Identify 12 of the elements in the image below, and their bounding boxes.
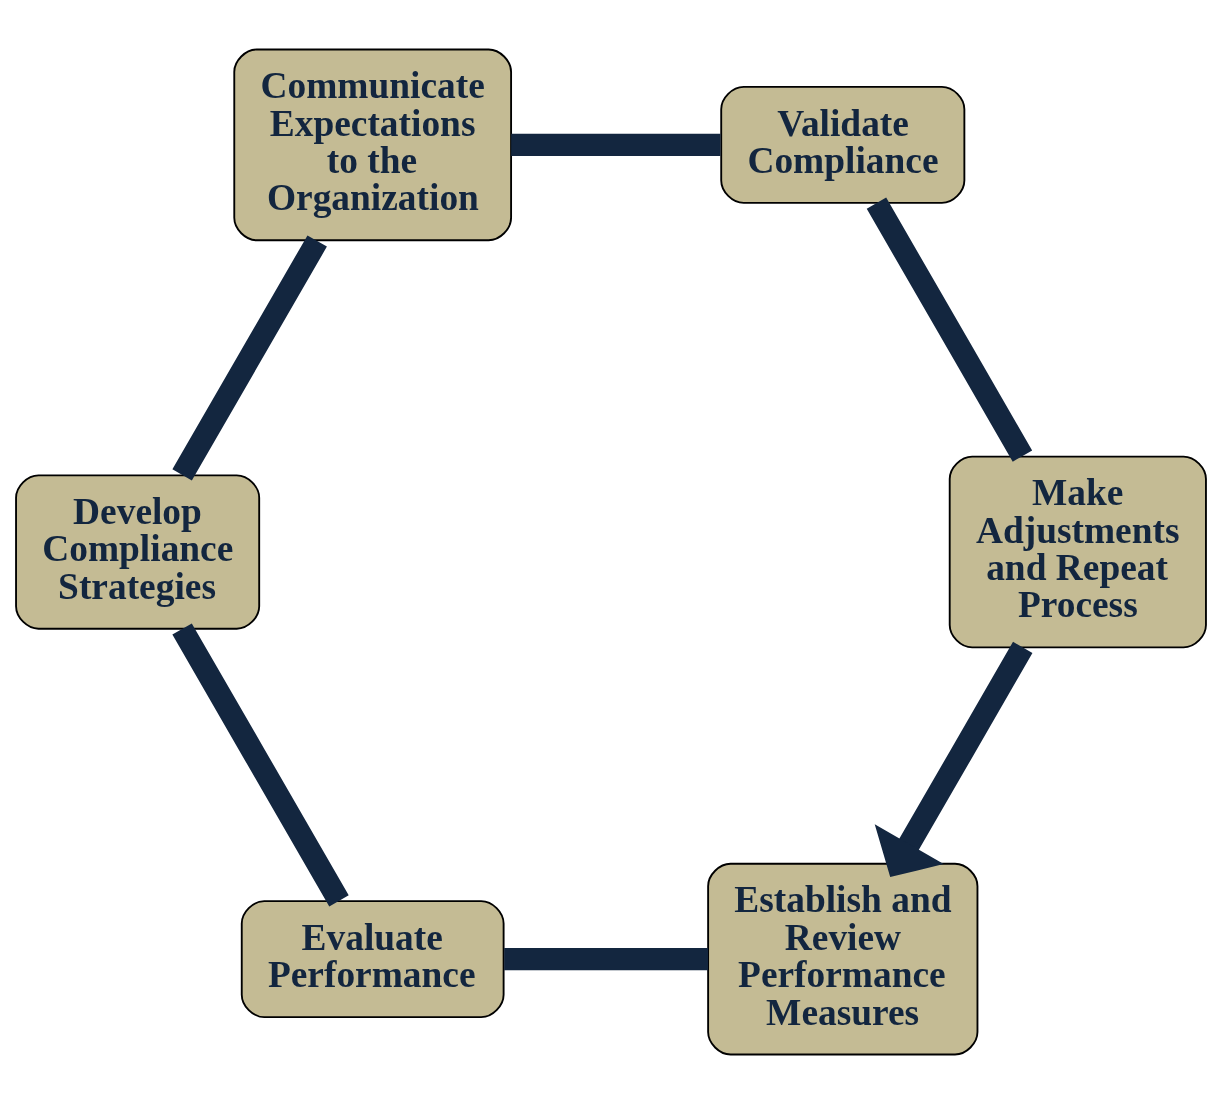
node-box: Develop Compliance Strategies <box>15 474 261 630</box>
connector <box>504 947 709 971</box>
connector <box>511 133 721 157</box>
node-box: Evaluate Performance <box>240 900 505 1019</box>
node-box: Establish and Review Performance Measures <box>707 862 979 1056</box>
connector <box>172 235 327 481</box>
node-box: Communicate Expectations to the Organization <box>233 48 513 242</box>
node-box: Make Adjustments and Repeat Process <box>948 455 1207 649</box>
arrow <box>874 641 1033 877</box>
node-box: Validate Compliance <box>720 85 966 204</box>
connector <box>866 197 1033 462</box>
connector <box>172 623 349 907</box>
